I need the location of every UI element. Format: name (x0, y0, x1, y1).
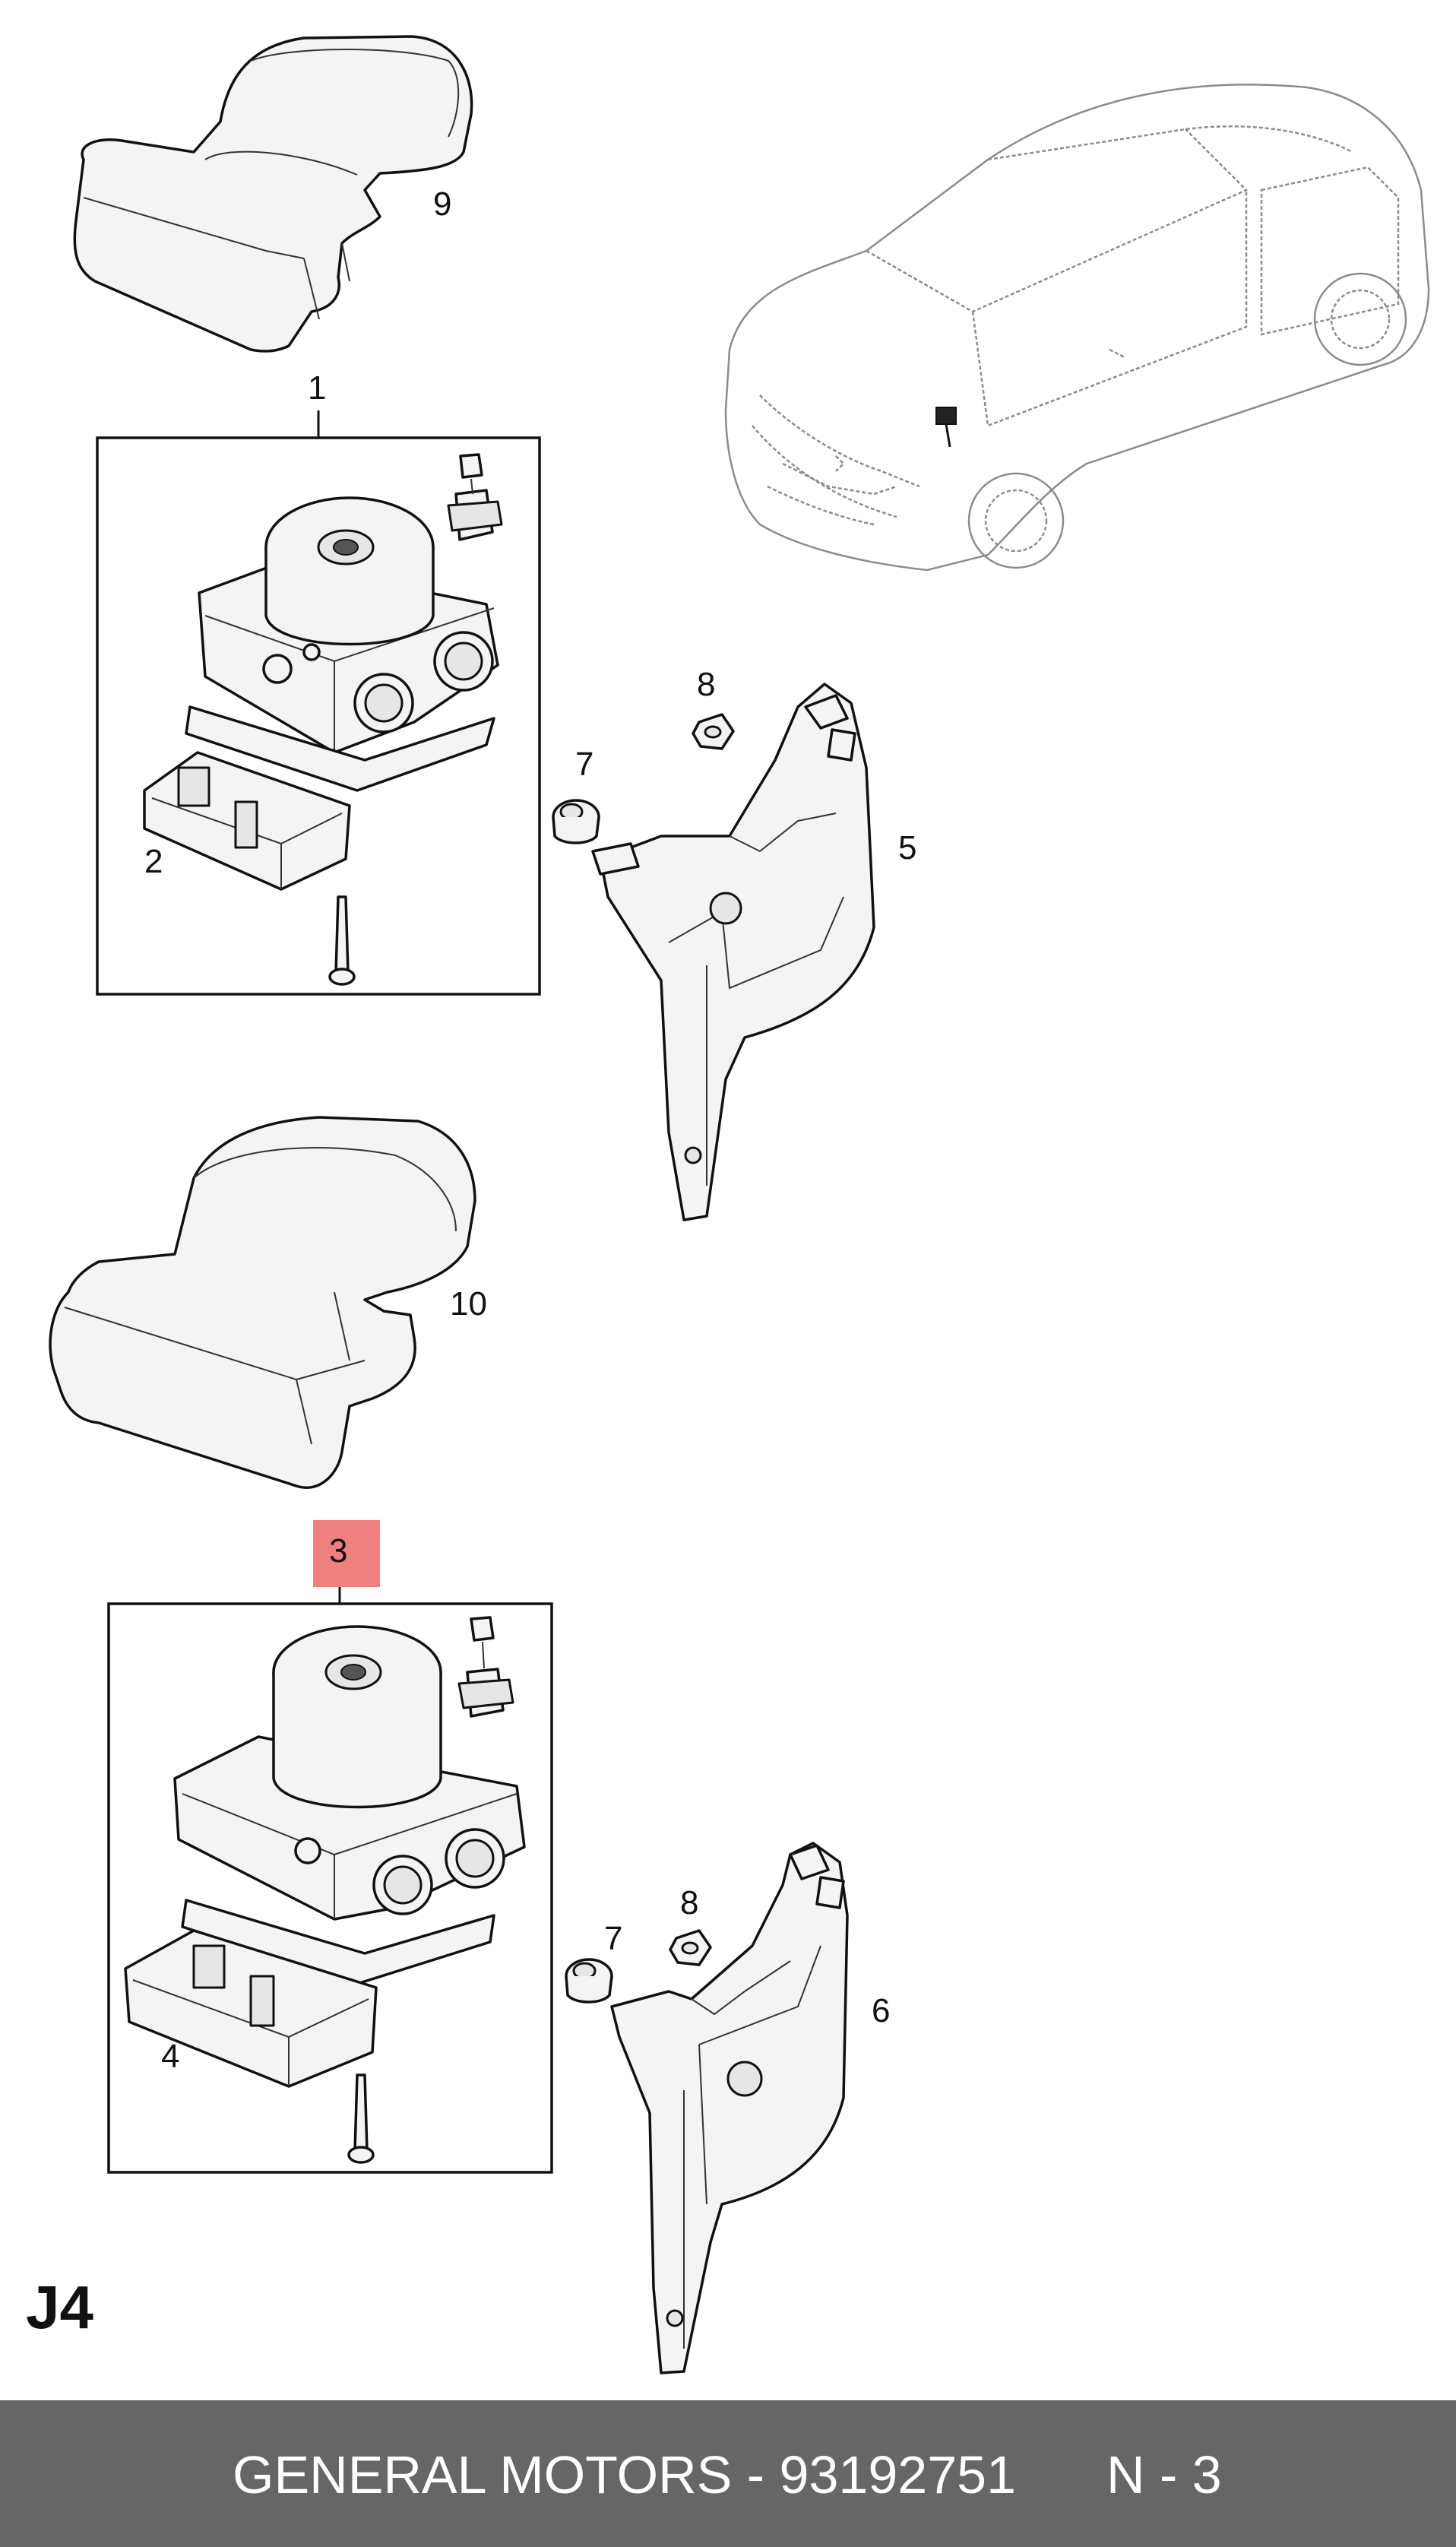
cover-10 (49, 1116, 476, 1489)
bracket-5 (591, 683, 875, 1221)
callout-6: 6 (872, 1992, 890, 2029)
abs-unit-1 (143, 453, 503, 986)
parts-diagram: 1 2 3 4 5 6 7 7 8 8 9 10 (49, 35, 1430, 2374)
callout-5: 5 (898, 829, 916, 866)
callout-7-bottom: 7 (604, 1920, 622, 1957)
nut-8-bottom (669, 1929, 712, 1966)
grommet-7-top (552, 799, 600, 844)
cover-9 (73, 35, 473, 353)
callout-8-top: 8 (697, 666, 715, 703)
callout-10: 10 (450, 1285, 487, 1323)
callout-3-highlight (313, 1520, 380, 1587)
bracket-6 (610, 1842, 849, 2374)
abs-unit-3 (124, 1616, 526, 2164)
callout-3: 3 (329, 1532, 347, 1570)
footer-bar: GENERAL MOTORS - 93192751 N - 3 (0, 2400, 1456, 2547)
callout-4: 4 (161, 2038, 179, 2075)
grommet-7-bottom (565, 1958, 613, 2004)
callout-8-bottom: 8 (680, 1884, 698, 1921)
callout-9: 9 (433, 185, 451, 223)
footer-part-number: GENERAL MOTORS - 93192751 (233, 2445, 1016, 2504)
vehicle-illustration (724, 84, 1430, 572)
callout-1: 1 (308, 369, 326, 407)
callout-7-top: 7 (575, 746, 593, 783)
page-code: J4 (26, 2273, 93, 2341)
callout-2: 2 (144, 843, 163, 880)
frame-3 (107, 1602, 553, 2174)
footer-page-number: N - 3 (1106, 2445, 1222, 2504)
nut-8-top (692, 713, 735, 750)
